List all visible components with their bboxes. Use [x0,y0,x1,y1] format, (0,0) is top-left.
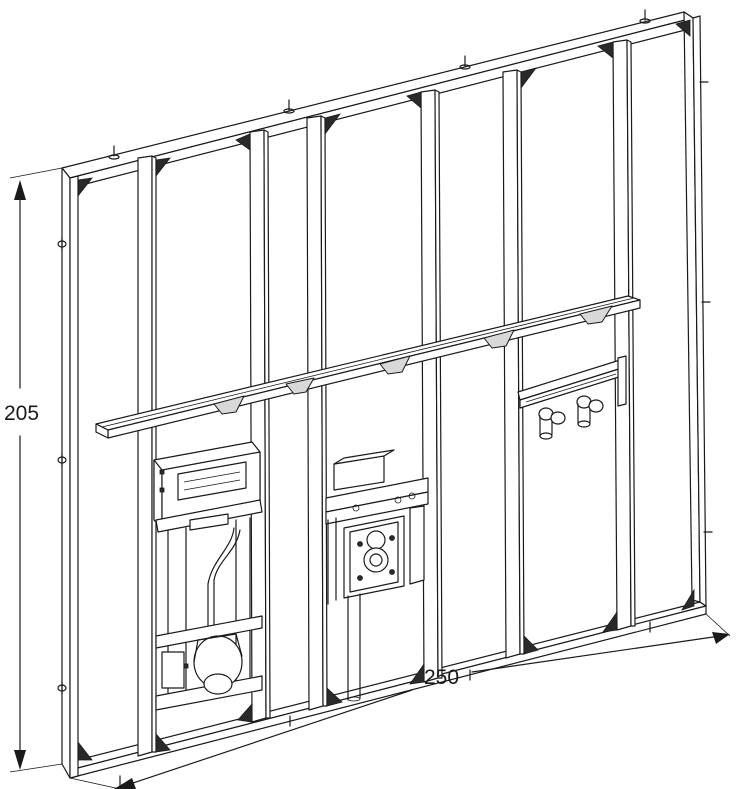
water-supply-module [517,355,627,440]
fasteners [57,9,713,787]
basin-module [325,449,429,702]
width-dimension-label: 250 [424,666,459,689]
wc-cistern-module [153,441,263,711]
height-dimension [9,167,63,773]
outer-frame [61,11,707,779]
vertical-studs [137,39,636,757]
height-dimension-label: 205 [4,402,39,425]
width-dimension [69,613,731,789]
corner-brackets [77,19,695,761]
